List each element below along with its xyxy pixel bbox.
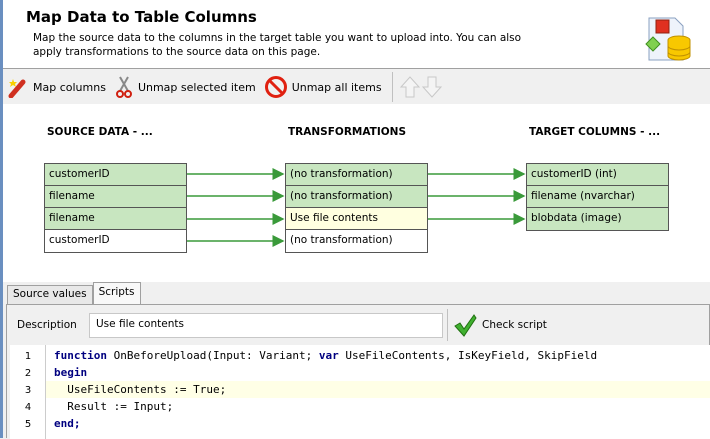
target-item[interactable]: blobdata (image) <box>527 208 668 230</box>
code-line-current: 3 UseFileContents := True; <box>10 381 710 398</box>
line-number: 2 <box>24 368 32 379</box>
tab-scripts[interactable]: Scripts <box>92 282 141 304</box>
check-script-label: Check script <box>482 319 547 331</box>
source-item[interactable]: filename <box>45 208 186 230</box>
transform-item[interactable]: (no transformation) <box>286 186 427 208</box>
line-gutter <box>10 345 46 439</box>
description-input[interactable]: Use file contents <box>89 313 443 338</box>
magic-wand-icon <box>8 79 26 98</box>
code-text: UseFileContents := True; <box>46 381 710 398</box>
scissors-icon <box>115 76 132 98</box>
line-number: 5 <box>24 419 32 430</box>
line-number: 3 <box>24 385 32 396</box>
mapping-area: SOURCE DATA - ... TRANSFORMATIONS TARGET… <box>3 104 710 282</box>
separator <box>447 309 448 341</box>
toolbar: Map columns Unmap selected item Unmap al… <box>3 70 710 104</box>
line-number: 4 <box>24 402 32 413</box>
code-text: end; <box>54 417 81 430</box>
target-item[interactable]: customerID (int) <box>527 164 668 186</box>
transform-item-selected[interactable]: Use file contents <box>286 208 427 230</box>
transform-header: TRANSFORMATIONS <box>288 126 407 138</box>
map-columns-button[interactable]: Map columns <box>7 76 106 98</box>
source-item[interactable]: customerID <box>45 164 186 186</box>
transform-list: (no transformation) (no transformation) … <box>285 163 428 253</box>
target-list: customerID (int) filename (nvarchar) blo… <box>526 163 669 231</box>
unmap-all-button[interactable]: Unmap all items <box>264 75 382 99</box>
code-text: function OnBeforeUpload(Input: Variant; … <box>54 349 598 362</box>
scripts-panel: Description Use file contents Check scri… <box>6 304 710 439</box>
source-header: SOURCE DATA - ... <box>47 126 153 138</box>
target-header: TARGET COLUMNS - ... <box>529 126 661 138</box>
line-number: 1 <box>24 351 32 362</box>
transform-item[interactable]: (no transformation) <box>286 164 427 186</box>
checkmark-icon <box>454 314 477 337</box>
page-header: Map Data to Table Columns Map the source… <box>3 0 710 69</box>
script-editor[interactable]: 1 function OnBeforeUpload(Input: Variant;… <box>10 345 710 439</box>
toolbar-separator <box>391 72 393 102</box>
unmap-selected-label: Unmap selected item <box>137 80 256 94</box>
unmap-selected-button[interactable]: Unmap selected item <box>114 75 256 99</box>
no-entry-icon <box>264 76 287 98</box>
code-line: 5 end; <box>10 415 710 432</box>
unmap-all-label: Unmap all items <box>291 80 382 94</box>
target-item[interactable]: filename (nvarchar) <box>527 186 668 208</box>
source-item[interactable]: filename <box>45 186 186 208</box>
check-script-button[interactable]: Check script <box>453 313 547 337</box>
code-line: 2 begin <box>10 364 710 381</box>
page-description: Map the source data to the columns in th… <box>33 32 522 58</box>
tab-source-values[interactable]: Source values <box>7 285 93 304</box>
code-text: Result := Input; <box>54 400 174 413</box>
transform-item[interactable]: (no transformation) <box>286 230 427 252</box>
page-title: Map Data to Table Columns <box>26 8 257 26</box>
source-list: customerID filename filename customerID <box>44 163 187 253</box>
code-line: 1 function OnBeforeUpload(Input: Variant;… <box>10 347 710 364</box>
code-text: begin <box>54 366 88 379</box>
tab-bar: Source values Scripts <box>7 282 141 304</box>
code-line: 4 Result := Input; <box>10 398 710 415</box>
map-data-logo-icon <box>645 17 691 61</box>
mapping-arrows <box>187 168 526 247</box>
move-down-icon[interactable] <box>421 75 443 99</box>
map-columns-label: Map columns <box>33 80 106 94</box>
source-item[interactable]: customerID <box>45 230 186 252</box>
description-label: Description <box>17 319 77 331</box>
move-up-icon[interactable] <box>399 75 421 99</box>
